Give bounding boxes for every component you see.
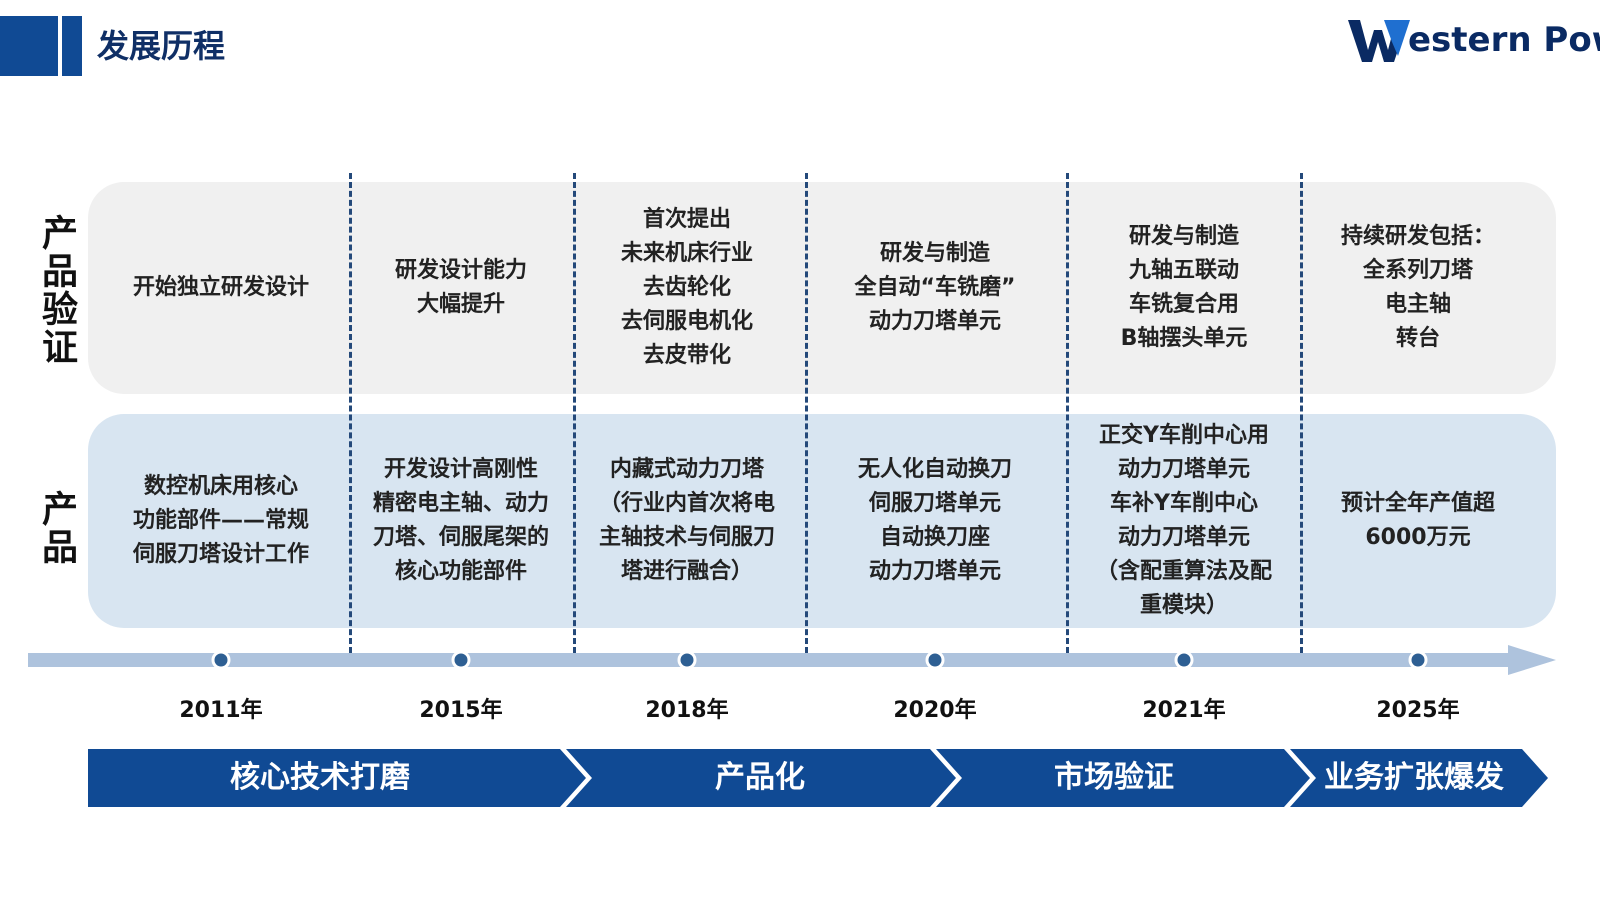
year-label: 2025年 xyxy=(1376,698,1460,723)
products-text-line: 塔进行融合） xyxy=(620,559,753,584)
validation-text-line: 去皮带化 xyxy=(642,343,731,368)
validation-cell: 研发与制造全自动“车铣磨” 动力刀塔单元 xyxy=(810,182,1060,394)
products-text-line: 伺服刀塔单元 xyxy=(868,491,1001,516)
products-text-line: 数控机床用核心 xyxy=(143,474,298,499)
logo-text: estern Power xyxy=(1408,20,1600,60)
products-cell: 内藏式动力刀塔 （行业内首次将电主轴技术与伺服刀塔进行融合） xyxy=(575,414,800,628)
validation-cell: 持续研发包括： 全系列刀塔电主轴转台 xyxy=(1293,182,1543,394)
phase-label: 核心技术打磨 xyxy=(230,760,410,795)
row-label-validation: 产品验证 xyxy=(36,214,77,366)
products-text-line: （含配重算法及配 xyxy=(1095,559,1272,584)
header-accent-bar xyxy=(62,16,82,76)
phase-label: 市场验证 xyxy=(1054,760,1174,795)
products-text-line: 内藏式动力刀塔 xyxy=(609,457,764,482)
page-title: 发展历程 xyxy=(97,27,226,65)
products-cell: 数控机床用核心功能部件——常规伺服刀塔设计工作 xyxy=(96,414,346,628)
products-text-line: 精密电主轴、动力 xyxy=(372,491,549,516)
validation-text-line: 大幅提升 xyxy=(416,292,505,317)
row-label-product: 产品 xyxy=(36,490,77,566)
validation-cell: 开始独立研发设计 xyxy=(96,182,346,394)
validation-cell: 研发与制造九轴五联动车铣复合用 B轴摆头单元 xyxy=(1059,182,1309,394)
timeline-dot xyxy=(451,650,471,670)
column-divider xyxy=(805,173,808,653)
column-divider xyxy=(349,173,352,653)
timeline-dot xyxy=(1174,650,1194,670)
year-label: 2018年 xyxy=(645,698,729,723)
logo-w-icon xyxy=(1348,20,1410,62)
validation-text-line: 研发设计能力 xyxy=(394,258,527,283)
products-text-line: 主轴技术与伺服刀 xyxy=(598,525,775,550)
products-text-line: 自动换刀座 xyxy=(879,525,990,550)
products-text-line: 预计全年产值超 xyxy=(1340,491,1495,516)
timeline xyxy=(28,645,1556,675)
products-text-line: 核心功能部件 xyxy=(394,559,527,584)
products-text-line: 无人化自动换刀 xyxy=(857,457,1012,482)
validation-text-line: 开始独立研发设计 xyxy=(132,275,309,300)
validation-text-line: B轴摆头单元 xyxy=(1120,326,1248,351)
validation-text-line: 动力刀塔单元 xyxy=(868,309,1001,334)
timeline-dot xyxy=(1408,650,1428,670)
products-text-line: 正交Y车削中心用 xyxy=(1099,423,1269,448)
validation-text-line: 首次提出 xyxy=(642,207,731,232)
validation-cell: 研发设计能力大幅提升 xyxy=(351,182,571,394)
phase-chevrons xyxy=(88,749,1548,807)
products-cell: 无人化自动换刀伺服刀塔单元自动换刀座动力刀塔单元 xyxy=(810,414,1060,628)
products-text-line: 动力刀塔单元 xyxy=(1117,457,1250,482)
year-label: 2015年 xyxy=(419,698,503,723)
products-cell: 开发设计高刚性精密电主轴、动力刀塔、伺服尾架的核心功能部件 xyxy=(351,414,571,628)
products-text-line: 动力刀塔单元 xyxy=(868,559,1001,584)
timeline-dot xyxy=(925,650,945,670)
products-text-line: 车补Y车削中心 xyxy=(1110,491,1258,516)
products-text-line: 伺服刀塔设计工作 xyxy=(132,542,309,567)
validation-text-line: 持续研发包括： xyxy=(1340,224,1495,249)
validation-text-line: 去伺服电机化 xyxy=(620,309,753,334)
products-cell: 正交Y车削中心用动力刀塔单元车补Y车削中心动力刀塔单元 （含配重算法及配重模块） xyxy=(1059,414,1309,628)
timeline-dot xyxy=(677,650,697,670)
phase-chevron xyxy=(88,749,586,807)
validation-text-line: 研发与制造 xyxy=(1128,224,1239,249)
validation-text-line: 车铣复合用 xyxy=(1128,292,1239,317)
validation-text-line: 电主轴 xyxy=(1384,292,1451,317)
phase-label: 产品化 xyxy=(715,760,805,795)
products-cell: 预计全年产值超 6000万元 xyxy=(1293,414,1543,628)
validation-text-line: 未来机床行业 xyxy=(620,241,753,266)
phase-chevron xyxy=(1290,749,1548,807)
product-band xyxy=(88,414,1556,628)
timeline-arrow xyxy=(28,645,1556,675)
products-text-line: 功能部件——常规 xyxy=(132,508,309,533)
column-divider xyxy=(1066,173,1069,653)
year-label: 2020年 xyxy=(893,698,977,723)
validation-cell: 首次提出未来机床行业去齿轮化去伺服电机化去皮带化 xyxy=(575,182,800,394)
validation-text-line: 九轴五联动 xyxy=(1128,258,1239,283)
year-label: 2011年 xyxy=(179,698,263,723)
column-divider xyxy=(1300,173,1303,653)
validation-text-line: 转台 xyxy=(1395,326,1440,351)
year-label: 2021年 xyxy=(1142,698,1226,723)
phase-label: 业务扩张爆发 xyxy=(1324,760,1504,795)
products-text-line: 6000万元 xyxy=(1365,525,1471,550)
phase-chevron xyxy=(566,749,956,807)
phase-chevron xyxy=(936,749,1310,807)
validation-band xyxy=(88,182,1556,394)
validation-text-line: 去齿轮化 xyxy=(642,275,731,300)
products-text-line: （行业内首次将电 xyxy=(598,491,775,516)
header-accent-block xyxy=(0,16,58,76)
validation-text-line: 全自动“车铣磨” xyxy=(854,275,1016,300)
validation-text-line: 全系列刀塔 xyxy=(1362,258,1473,283)
company-logo: estern Power xyxy=(1348,16,1600,66)
products-text-line: 开发设计高刚性 xyxy=(383,457,538,482)
column-divider xyxy=(573,173,576,653)
validation-text-line: 研发与制造 xyxy=(879,241,990,266)
products-text-line: 重模块） xyxy=(1139,593,1228,618)
products-text-line: 动力刀塔单元 xyxy=(1117,525,1250,550)
timeline-dot xyxy=(211,650,231,670)
products-text-line: 刀塔、伺服尾架的 xyxy=(372,525,549,550)
